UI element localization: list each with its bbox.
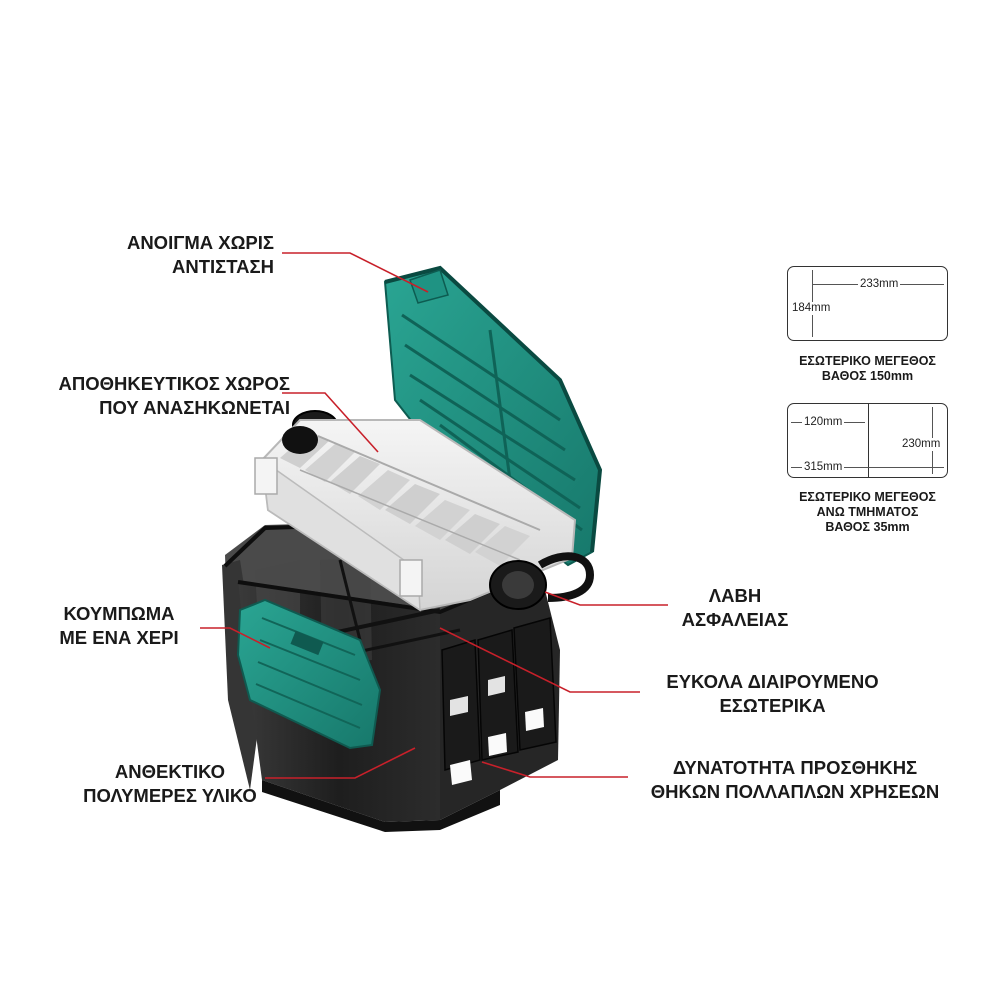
callout-material-line1: ΑΝΘΕΚΤΙΚΟ: [114, 761, 226, 782]
front-latch: [236, 598, 382, 750]
callout-handle-line2: ΑΣΦΑΛΕΙΑΣ: [681, 609, 789, 630]
dim-top-width-small: 120mm: [802, 416, 845, 429]
dim-top-width-large: 315mm: [802, 461, 845, 474]
leader-dividers: [439, 627, 640, 693]
top-tray-caption: ΕΣΩΤΕΡΙΚΟ ΜΕΓΕΘΟΣ ΑΝΩ ΤΜΗΜΑΤΟΣ ΒΑΘΟΣ 35m…: [780, 490, 955, 535]
callout-opening: ΑΝΟΙΓΜΑ ΧΩΡΙΣ ΑΝΤΙΣΤΑΣΗ: [127, 231, 274, 279]
storage-tray: [254, 410, 577, 612]
callout-latch-line1: ΚΟΥΜΠΩΜΑ: [63, 603, 175, 624]
dim-top-height: 230mm: [900, 438, 943, 451]
top-caption-line1: ΕΣΩΤΕΡΙΚΟ ΜΕΓΕΘΟΣ: [799, 490, 936, 504]
callout-holders-line1: ΔΥΝΑΤΟΤΗΤΑ ΠΡΟΣΘΗΚΗΣ: [672, 757, 918, 778]
callout-dividers-line1: ΕΥΚΟΛΑ ΔΙΑΙΡΟΥΜΕΝΟ: [666, 671, 879, 692]
callout-holders: ΔΥΝΑΤΟΤΗΤΑ ΠΡΟΣΘΗΚΗΣ ΘΗΚΩΝ ΠΟΛΛΑΠΛΩΝ ΧΡΗ…: [630, 756, 960, 804]
leader-latch: [200, 627, 271, 649]
leader-handle: [544, 591, 668, 606]
leader-holders: [481, 761, 628, 778]
main-compartment-diagram: 233mm 184mm: [787, 266, 948, 341]
safety-handle: [282, 426, 595, 610]
main-caption-line1: ΕΣΩΤΕΡΙΚΟ ΜΕΓΕΘΟΣ: [799, 354, 936, 368]
side-holders: [441, 617, 557, 785]
dim-main-height: 184mm: [790, 302, 833, 315]
dim-divider-v: [868, 404, 869, 477]
callout-latch-line2: ΜΕ ΕΝΑ ΧΕΡΙ: [59, 627, 179, 648]
leader-material: [265, 747, 416, 779]
callout-opening-line1: ΑΝΟΙΓΜΑ ΧΩΡΙΣ: [126, 232, 274, 253]
callout-material: ΑΝΘΕΚΤΙΚΟ ΠΟΛΥΜΕΡΕΣ ΥΛΙΚΟ: [80, 760, 260, 808]
top-tray-diagram: 120mm 315mm 230mm: [787, 403, 948, 478]
callout-storage-line2: ΠΟΥ ΑΝΑΣΗΚΩΝΕΤΑΙ: [99, 397, 290, 418]
dim-line-bottom: [791, 467, 944, 468]
top-caption-line2: ΑΝΩ ΤΜΗΜΑΤΟΣ: [816, 505, 919, 519]
leader-opening: [282, 252, 429, 293]
callout-storage: ΑΠΟΘΗΚΕΥΤΙΚΟΣ ΧΩΡΟΣ ΠΟΥ ΑΝΑΣΗΚΩΝΕΤΑΙ: [59, 372, 291, 420]
callout-opening-line2: ΑΝΤΙΣΤΑΣΗ: [171, 256, 274, 277]
top-caption-line3: ΒΑΘΟΣ 35mm: [825, 520, 910, 534]
callout-latch: ΚΟΥΜΠΩΜΑ ΜΕ ΕΝΑ ΧΕΡΙ: [44, 602, 194, 650]
callout-holders-line2: ΘΗΚΩΝ ΠΟΛΛΑΠΛΩΝ ΧΡΗΣΕΩΝ: [650, 781, 940, 802]
callout-dividers: ΕΥΚΟΛΑ ΔΙΑΙΡΟΥΜΕΝΟ ΕΣΩΤΕΡΙΚΑ: [640, 670, 905, 718]
callout-handle: ΛΑΒΗ ΑΣΦΑΛΕΙΑΣ: [670, 584, 800, 632]
callout-storage-line1: ΑΠΟΘΗΚΕΥΤΙΚΟΣ ΧΩΡΟΣ: [58, 373, 291, 394]
callout-material-line2: ΠΟΛΥΜΕΡΕΣ ΥΛΙΚΟ: [83, 785, 257, 806]
callout-handle-line1: ΛΑΒΗ: [708, 585, 762, 606]
leader-lines: [200, 252, 668, 779]
main-caption-line2: ΒΑΘΟΣ 150mm: [821, 369, 914, 383]
callout-dividers-line2: ΕΣΩΤΕΡΙΚΑ: [719, 695, 826, 716]
leader-storage: [282, 392, 379, 453]
main-compartment-caption: ΕΣΩΤΕΡΙΚΟ ΜΕΓΕΘΟΣ ΒΑΘΟΣ 150mm: [787, 354, 948, 384]
dim-main-width: 233mm: [858, 278, 901, 291]
